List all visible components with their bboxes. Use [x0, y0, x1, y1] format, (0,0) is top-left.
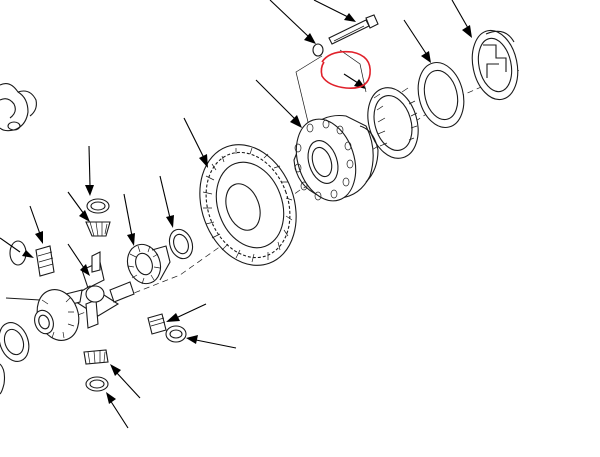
- pinion-washer-right: [165, 325, 187, 343]
- leader-13-right: [175, 303, 207, 319]
- leader-12-lower: [109, 399, 129, 429]
- bearing-cup: [417, 61, 465, 129]
- lock-washer: [312, 43, 324, 57]
- bolt: [328, 14, 379, 45]
- pinion-gear-lower: [83, 349, 109, 365]
- leader-12-right: [195, 339, 237, 349]
- housing-fragment-bottom: [0, 363, 6, 395]
- highlight-circle: [320, 50, 371, 90]
- thrust-washer-10: [168, 228, 194, 260]
- pinion-gear-left: [35, 245, 55, 277]
- ring-gear: [199, 144, 297, 266]
- leader-12-upper: [88, 145, 91, 187]
- leader-16: [255, 79, 297, 121]
- cross-shaft: [63, 251, 135, 329]
- leader-washer: [269, 0, 311, 39]
- leader-5: [403, 19, 428, 56]
- pinion-washer-upper: [86, 198, 110, 214]
- differential-case: [293, 114, 379, 202]
- leader-13-upper: [67, 191, 85, 215]
- leader-6: [343, 73, 359, 84]
- pinion-washer-lower: [85, 376, 109, 392]
- bearing-cone: [367, 87, 419, 159]
- leader-13-left: [29, 205, 41, 235]
- pinion-gear-right: [147, 313, 167, 335]
- side-gear: [126, 243, 171, 285]
- side-bearing-adjuster: [471, 29, 519, 101]
- leader-adjuster: [451, 0, 469, 29]
- leader-13-lower: [115, 371, 141, 399]
- pinion-gear-upper: [85, 221, 111, 237]
- leader-15: [183, 117, 205, 159]
- leader-bolt: [313, 0, 351, 19]
- bolt-guide-lines: [295, 55, 323, 123]
- pinion-washer-left: [9, 240, 27, 266]
- leader-14: [67, 243, 85, 269]
- leader-10: [159, 175, 171, 219]
- side-gear-left: [5, 289, 80, 341]
- housing-fragment-top: [0, 83, 37, 132]
- leader-11: [123, 193, 133, 237]
